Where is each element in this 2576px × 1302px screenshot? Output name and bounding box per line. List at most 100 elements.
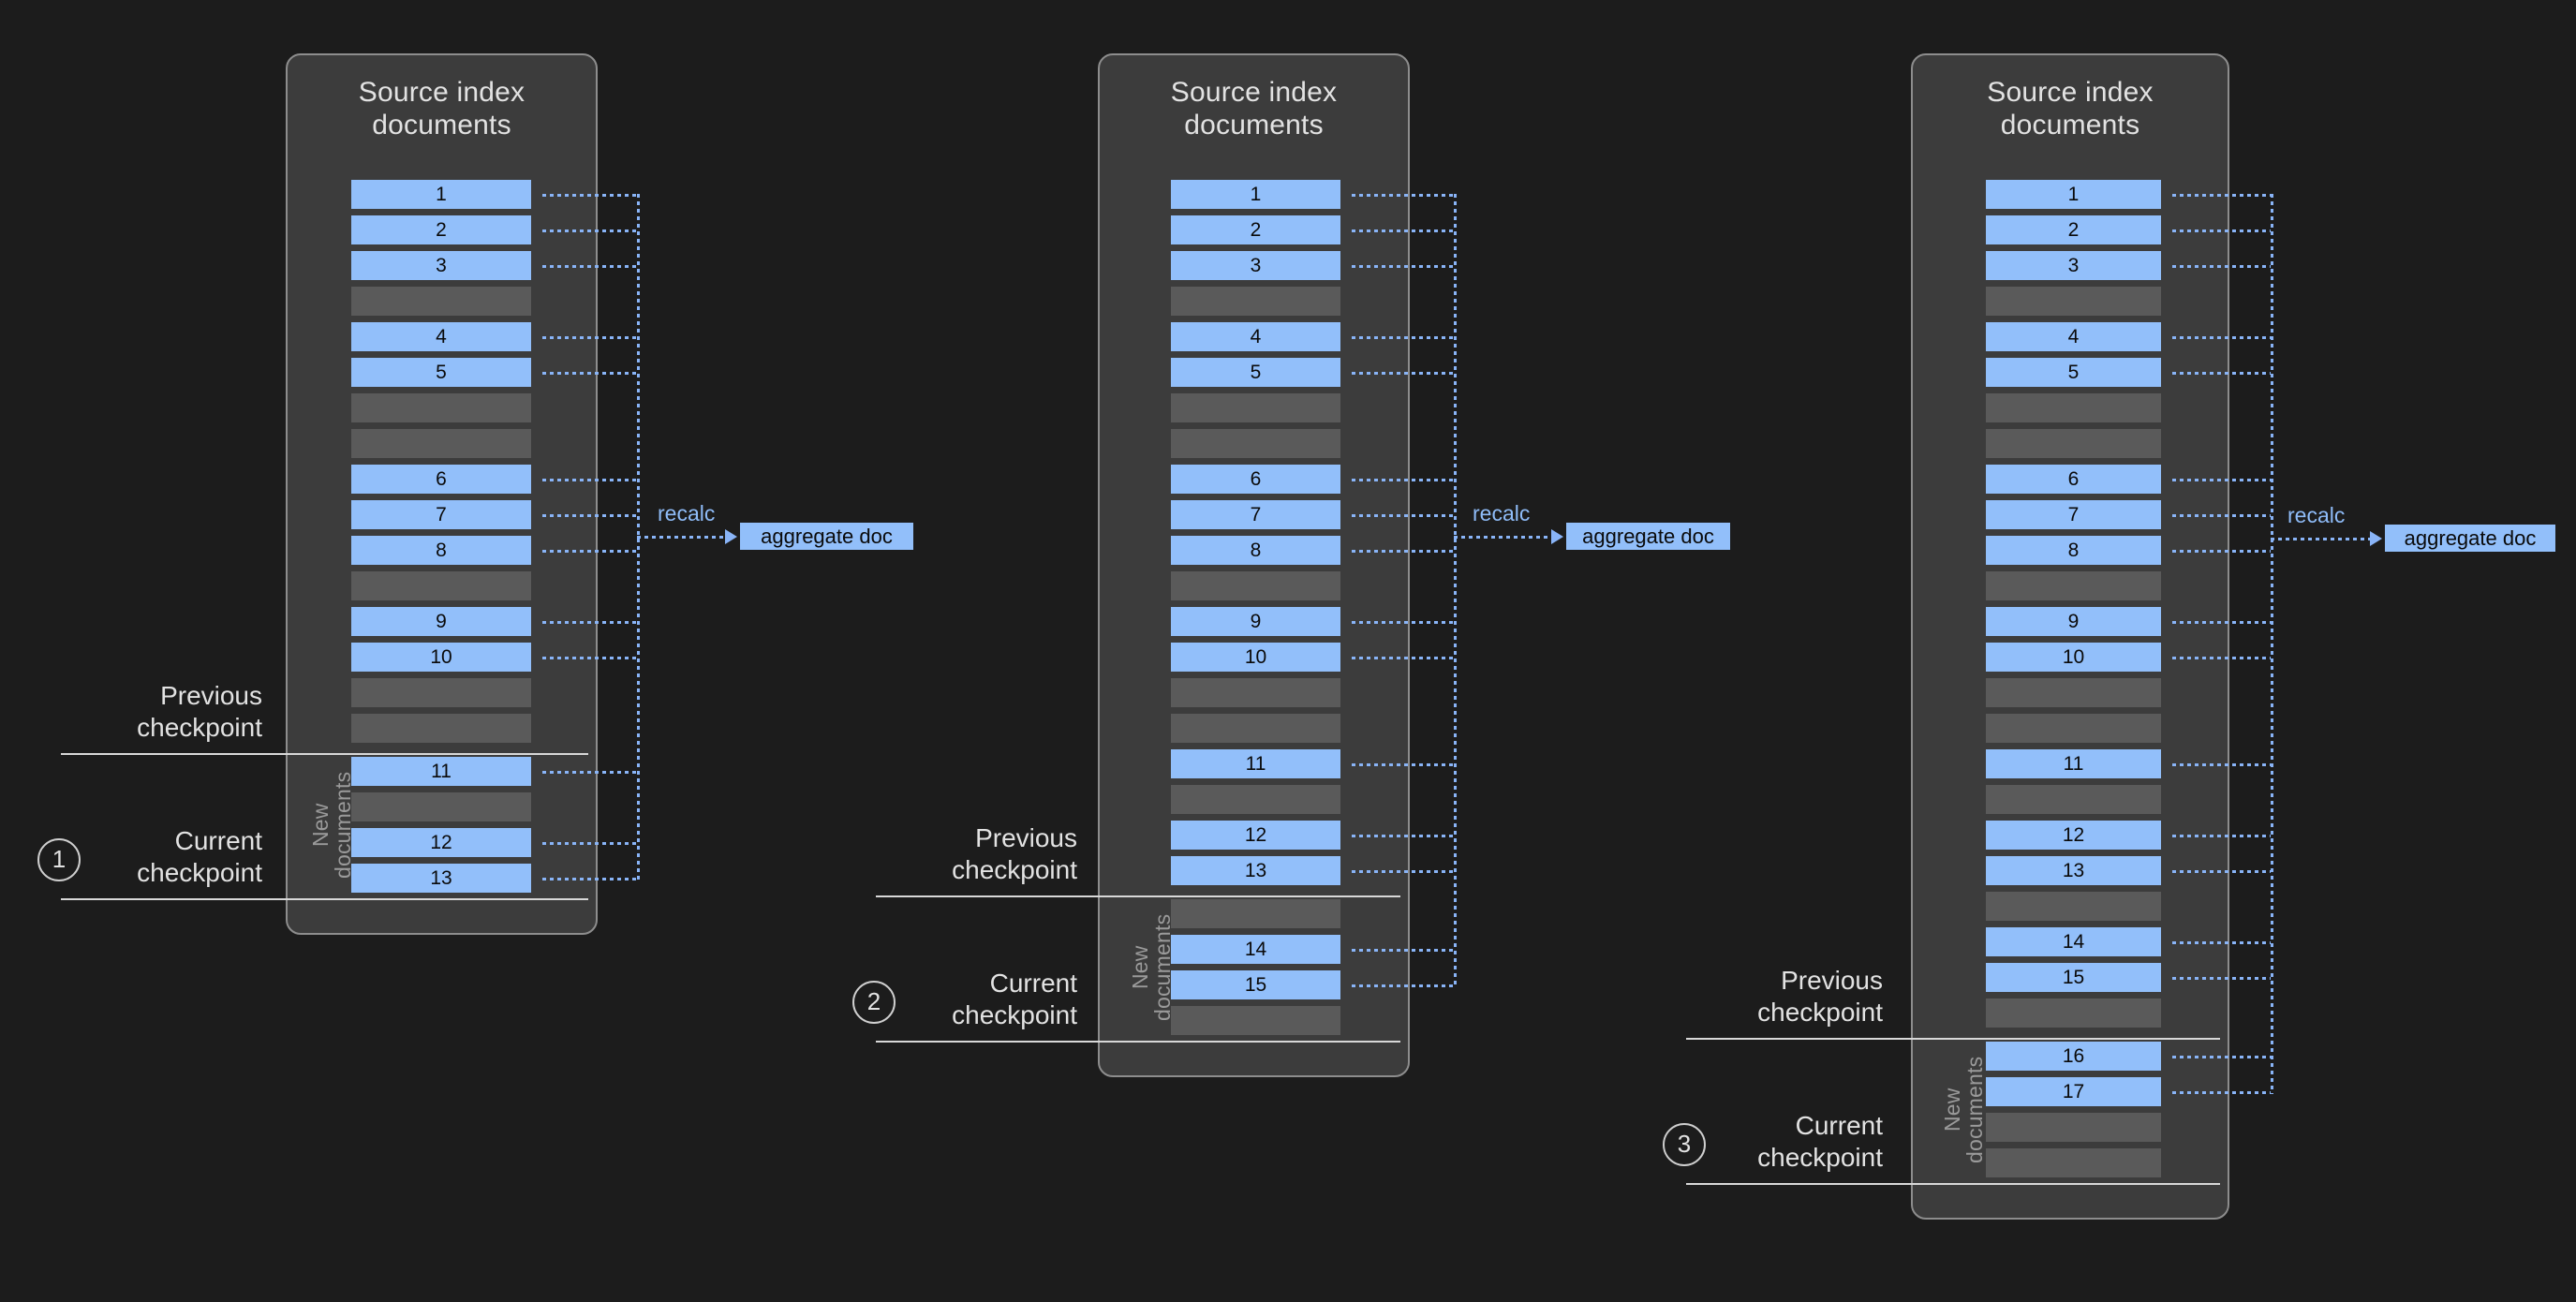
connector-line-8 <box>542 550 637 553</box>
document-row-11: 11 <box>1171 749 1340 778</box>
current-checkpoint-line-1 <box>61 898 588 900</box>
document-row-11: 11 <box>351 757 531 786</box>
stage-badge-3: 3 <box>1663 1123 1706 1166</box>
connector-line-9 <box>1352 621 1454 624</box>
document-row-14: 14 <box>1171 935 1340 964</box>
connector-line-17 <box>2172 1091 2271 1094</box>
document-row-placeholder <box>1171 571 1340 600</box>
document-row-4: 4 <box>351 322 531 351</box>
document-row-placeholder <box>1171 678 1340 707</box>
connector-line-12 <box>2172 835 2271 837</box>
current-checkpoint-line-2 <box>876 1041 1400 1043</box>
panel-title-3: Source index documents <box>1987 77 2154 141</box>
document-row-16: 16 <box>1986 1042 2161 1071</box>
document-row-placeholder <box>1171 899 1340 928</box>
document-row-3: 3 <box>351 251 531 280</box>
document-row-placeholder <box>1986 571 2161 600</box>
connector-line-9 <box>542 621 637 624</box>
document-row-placeholder <box>351 792 531 821</box>
connector-line-8 <box>1352 550 1454 553</box>
connector-line-15 <box>2172 977 2271 980</box>
document-row-placeholder <box>1986 287 2161 316</box>
connector-line-4 <box>2172 336 2271 339</box>
document-row-10: 10 <box>351 643 531 672</box>
document-row-12: 12 <box>351 828 531 857</box>
previous-checkpoint-line-3 <box>1686 1038 2220 1040</box>
connector-line-5 <box>1352 372 1454 375</box>
connector-line-13 <box>2172 870 2271 873</box>
document-row-2: 2 <box>1986 215 2161 244</box>
connector-line-1 <box>1352 194 1454 197</box>
document-row-12: 12 <box>1986 821 2161 850</box>
connector-line-10 <box>2172 657 2271 659</box>
current-checkpoint-line-3 <box>1686 1183 2220 1185</box>
connector-line-6 <box>1352 479 1454 481</box>
document-row-placeholder <box>1171 287 1340 316</box>
connector-line-5 <box>2172 372 2271 375</box>
recalc-arrow-head-1 <box>725 529 737 544</box>
document-row-7: 7 <box>1171 500 1340 529</box>
document-row-3: 3 <box>1171 251 1340 280</box>
stage-badge-2: 2 <box>852 981 896 1024</box>
connector-collector-3 <box>2271 194 2273 1094</box>
document-row-5: 5 <box>1986 358 2161 387</box>
connector-line-15 <box>1352 984 1454 987</box>
connector-line-2 <box>542 229 637 232</box>
previous-checkpoint-label-1: Previous checkpoint <box>137 681 262 742</box>
document-row-8: 8 <box>1986 536 2161 565</box>
document-row-placeholder <box>1986 1148 2161 1177</box>
connector-line-14 <box>1352 949 1454 952</box>
connector-line-16 <box>2172 1056 2271 1058</box>
document-row-4: 4 <box>1171 322 1340 351</box>
document-row-8: 8 <box>351 536 531 565</box>
document-row-8: 8 <box>1171 536 1340 565</box>
document-row-placeholder <box>1171 429 1340 458</box>
connector-line-6 <box>542 479 637 481</box>
aggregate-doc-1: aggregate doc <box>740 523 913 550</box>
connector-line-7 <box>542 514 637 517</box>
connector-collector-2 <box>1454 194 1457 987</box>
previous-checkpoint-line-1 <box>61 753 588 755</box>
recalc-arrow-3 <box>2271 538 2370 540</box>
connector-line-3 <box>542 265 637 268</box>
document-row-2: 2 <box>351 215 531 244</box>
document-row-10: 10 <box>1171 643 1340 672</box>
connector-line-14 <box>2172 941 2271 944</box>
recalc-arrow-1 <box>637 536 725 539</box>
connector-line-10 <box>1352 657 1454 659</box>
current-checkpoint-label-2: Current checkpoint <box>952 969 1077 1029</box>
document-row-15: 15 <box>1171 970 1340 999</box>
connector-line-4 <box>542 336 637 339</box>
document-row-5: 5 <box>351 358 531 387</box>
document-row-placeholder <box>1986 999 2161 1028</box>
document-row-placeholder <box>1986 785 2161 814</box>
new-documents-label-3: New documents <box>1940 1056 1988 1163</box>
document-row-placeholder <box>351 429 531 458</box>
connector-line-11 <box>2172 763 2271 766</box>
document-row-placeholder <box>1171 785 1340 814</box>
connector-line-2 <box>2172 229 2271 232</box>
document-row-6: 6 <box>1986 465 2161 494</box>
document-row-placeholder <box>1986 678 2161 707</box>
document-row-6: 6 <box>1171 465 1340 494</box>
document-row-placeholder <box>1986 892 2161 921</box>
document-row-13: 13 <box>351 864 531 893</box>
connector-line-4 <box>1352 336 1454 339</box>
document-row-placeholder <box>1171 714 1340 743</box>
document-row-placeholder <box>351 571 531 600</box>
document-row-placeholder <box>1171 1006 1340 1035</box>
document-row-9: 9 <box>1986 607 2161 636</box>
current-checkpoint-label-3: Current checkpoint <box>1757 1111 1883 1172</box>
connector-line-11 <box>542 771 637 774</box>
document-row-placeholder <box>351 678 531 707</box>
panel-title-1: Source index documents <box>358 77 526 141</box>
document-row-1: 1 <box>1986 180 2161 209</box>
connector-line-7 <box>1352 514 1454 517</box>
connector-line-6 <box>2172 479 2271 481</box>
document-row-placeholder <box>1986 429 2161 458</box>
connector-line-12 <box>1352 835 1454 837</box>
document-row-17: 17 <box>1986 1077 2161 1106</box>
document-row-11: 11 <box>1986 749 2161 778</box>
